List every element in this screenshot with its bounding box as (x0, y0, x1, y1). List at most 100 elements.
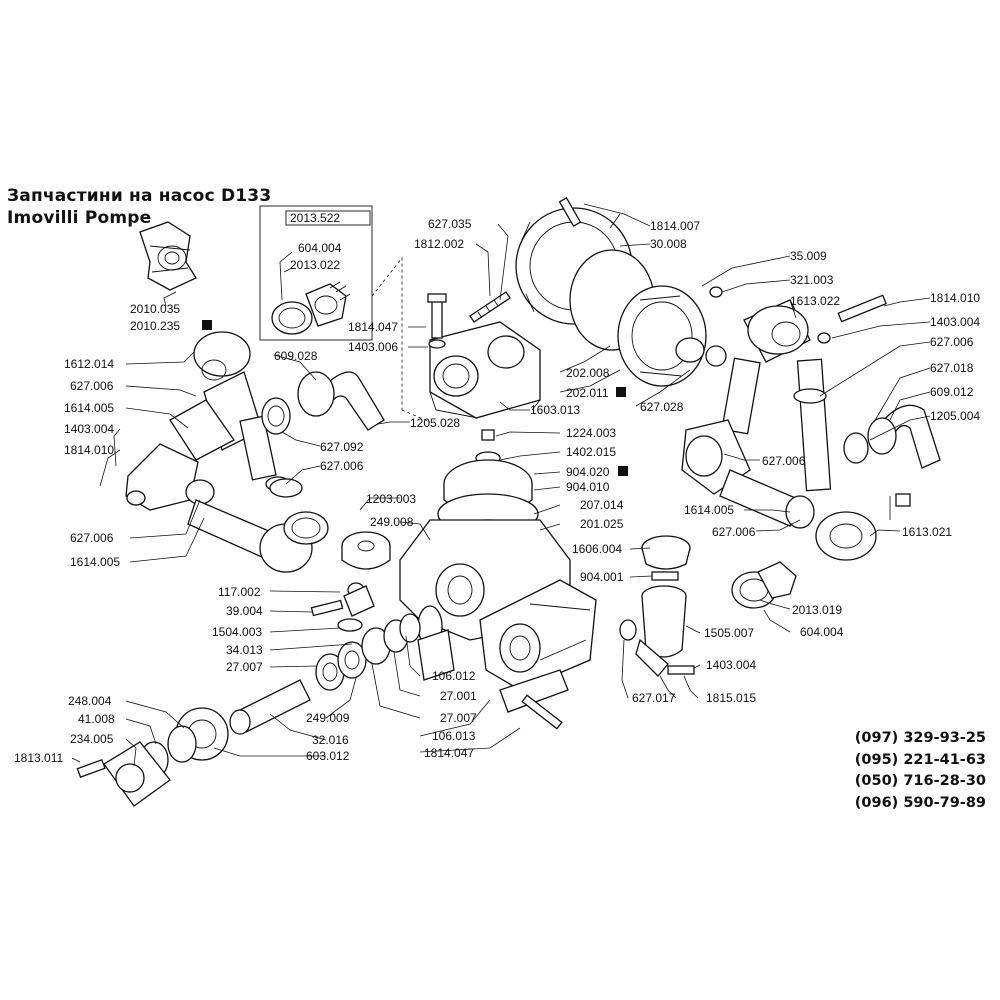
phone-number: (095) 221-41-63 (854, 751, 986, 768)
part-label: 321.003 (790, 273, 834, 287)
pressure-regulator-drawing (619, 535, 797, 677)
part-label: 904.010 (566, 480, 610, 494)
part-label: 106.012 (432, 669, 476, 683)
phone-number: (050) 716-28-30 (854, 773, 986, 789)
part-label: 2013.522 (290, 211, 340, 225)
part-label: 202.008 (566, 366, 610, 380)
part-label: 30.008 (650, 237, 687, 251)
valve-kit-box (259, 205, 373, 341)
part-label: 248.004 (68, 694, 112, 708)
dashed-link (401, 409, 431, 423)
part-label: 627.028 (640, 400, 684, 414)
phone-list: (097) 329-93-25 (095) 221-41-63 (050) 71… (855, 728, 986, 814)
part-label: 1814.007 (650, 219, 700, 233)
part-label: 1613.021 (902, 525, 952, 539)
part-label: 603.012 (306, 749, 350, 763)
part-label: 1606.004 (572, 542, 622, 556)
part-label: 39.004 (226, 604, 263, 618)
phone-number: (097) 329-93-25 (854, 730, 986, 746)
part-label: 1205.028 (410, 416, 460, 430)
part-label: 35.009 (790, 249, 827, 263)
left-manifold-drawing (125, 331, 329, 573)
part-label: 609.028 (274, 349, 318, 363)
part-label: 27.001 (440, 689, 477, 703)
leader-lines (71, 203, 931, 767)
part-label: 1403.006 (348, 340, 398, 354)
part-label: 1814.010 (930, 291, 980, 305)
piston-small-parts-drawing (310, 531, 391, 632)
part-label: 627.006 (762, 454, 806, 468)
part-label: 604.004 (800, 625, 844, 639)
part-label: 249.009 (306, 711, 350, 725)
part-label: 1614.005 (684, 503, 734, 517)
part-label: 1224.003 (566, 426, 616, 440)
part-label: 2013.022 (290, 258, 340, 272)
part-label: 1205.004 (930, 409, 980, 423)
part-number-labels: 2010.035 2010.235 2013.522 604.004 2013.… (14, 211, 980, 765)
part-label: 609.012 (930, 385, 974, 399)
part-label: 627.017 (632, 691, 676, 705)
title-line-2: Imovilli Pompe (7, 208, 152, 228)
part-label: 202.011 (566, 386, 609, 400)
hose-fitting-left-drawing (261, 371, 385, 498)
hose-fitting-right-drawing (843, 404, 941, 469)
diagram-title: Запчастини на насос D133 Imovilli Pompe (7, 186, 271, 228)
part-label: 627.006 (320, 459, 364, 473)
part-label: 207.014 (580, 498, 624, 512)
part-label: 627.018 (930, 361, 974, 375)
part-label: 1403.004 (930, 315, 980, 329)
part-label: 1402.015 (566, 445, 616, 459)
marker-square (618, 466, 628, 476)
part-label: 1814.010 (64, 443, 114, 457)
part-label: 2010.235 (130, 319, 180, 333)
part-label: 627.006 (712, 525, 756, 539)
valve-membrane-drawing (139, 221, 197, 291)
dashed-link (371, 256, 403, 410)
shaft-seal-stack-drawing (76, 613, 421, 807)
part-label: 201.025 (580, 517, 624, 531)
part-label: 27.007 (440, 711, 477, 725)
part-label: 117.002 (218, 585, 261, 599)
part-label: 2013.019 (792, 603, 842, 617)
part-label: 1403.004 (64, 422, 114, 436)
right-manifold-drawing (681, 294, 911, 561)
part-label: 34.013 (226, 643, 263, 657)
part-label: 1203.003 (366, 492, 416, 506)
part-label: 604.004 (298, 241, 342, 255)
diaphragm-housing-drawing (515, 196, 727, 387)
part-label: 627.006 (70, 531, 114, 545)
part-label: 1812.002 (414, 237, 464, 251)
part-label: 249.008 (370, 515, 414, 529)
marker-square (202, 320, 212, 330)
pump-body-drawing (399, 429, 597, 730)
part-label: 27.007 (226, 660, 263, 674)
marker-square (616, 387, 626, 397)
part-label: 1814.047 (348, 320, 398, 334)
part-label: 234.005 (70, 732, 114, 746)
part-label: 627.092 (320, 440, 364, 454)
part-label: 1614.005 (64, 401, 114, 415)
part-label: 41.008 (78, 712, 115, 726)
part-label: 2010.035 (130, 302, 180, 316)
valve-cover-drawing (427, 291, 541, 419)
part-label: 106.013 (432, 729, 476, 743)
part-label: 1603.013 (530, 403, 580, 417)
part-label: 32.016 (312, 733, 349, 747)
title-line-1: Запчастини на насос D133 (7, 186, 272, 206)
part-label: 627.006 (70, 379, 114, 393)
part-label: 1504.003 (212, 625, 262, 639)
part-label: 1813.011 (14, 751, 63, 765)
part-label: 1612.014 (64, 357, 114, 371)
part-label: 1815.015 (706, 691, 756, 705)
part-label: 627.035 (428, 217, 472, 231)
part-label: 1814.047 (424, 746, 474, 760)
part-label: 1614.005 (70, 555, 120, 569)
part-label: 1403.004 (706, 658, 756, 672)
part-label: 1505.007 (704, 626, 754, 640)
part-label: 904.020 (566, 465, 610, 479)
part-label: 904.001 (580, 570, 624, 584)
part-label: 627.006 (930, 335, 974, 349)
phone-number: (096) 590-79-89 (854, 794, 986, 811)
part-label: 1613.022 (790, 294, 840, 308)
